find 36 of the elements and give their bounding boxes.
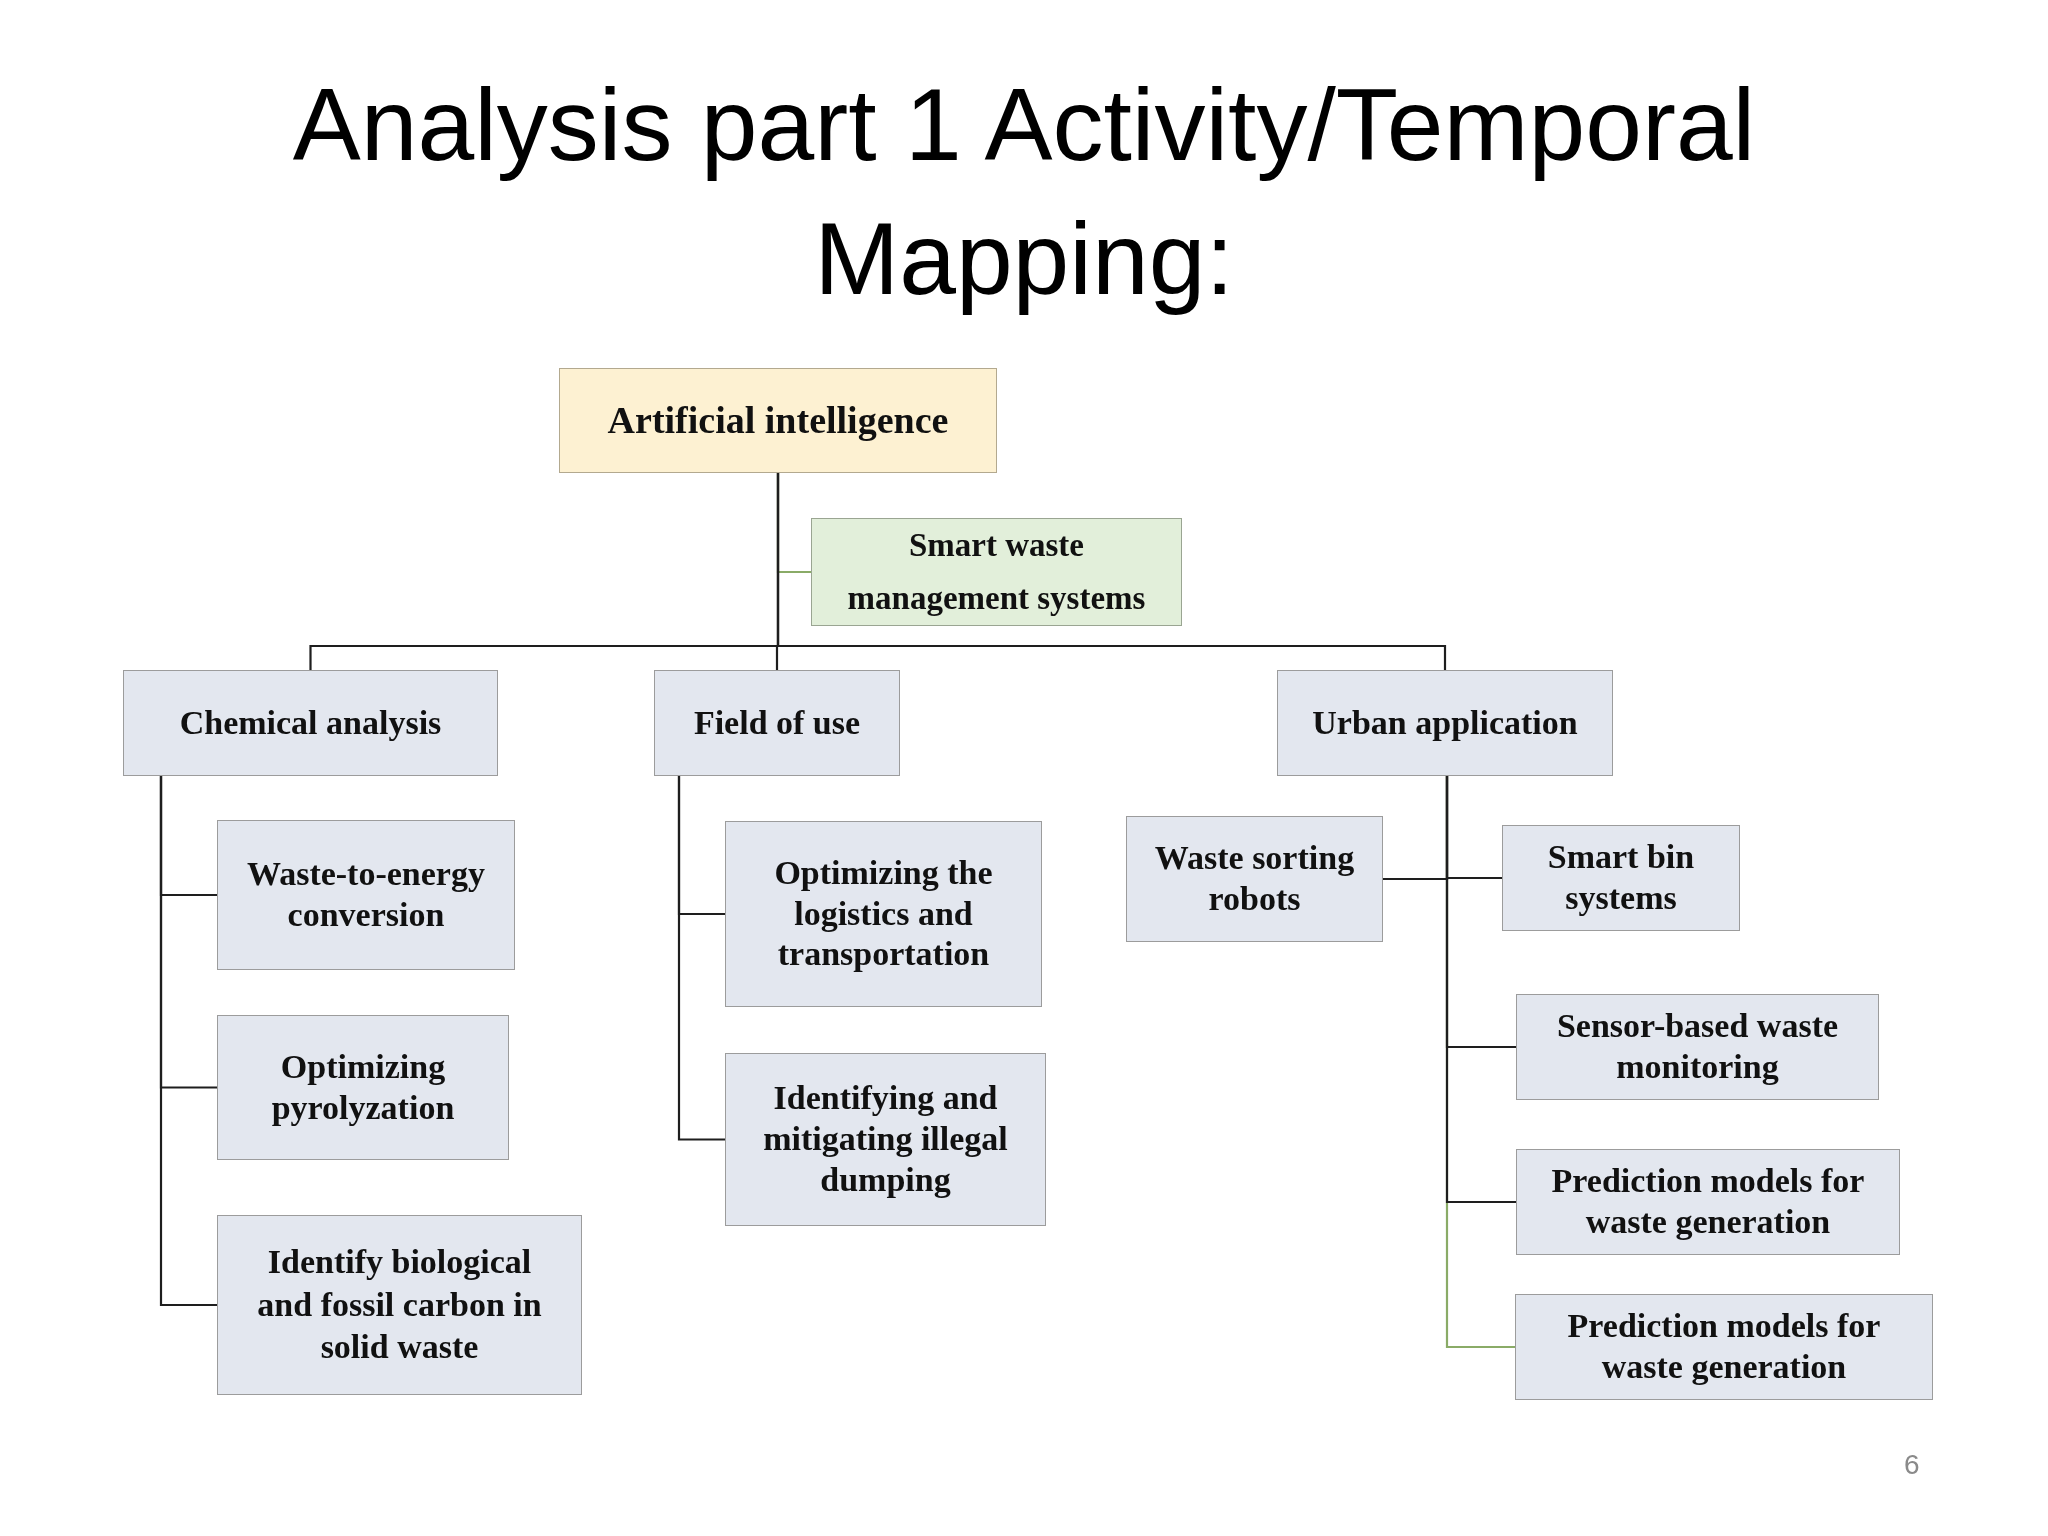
node-label: Waste sorting robots <box>1153 838 1356 919</box>
item-box <box>1516 994 1879 1100</box>
item-box <box>1126 816 1383 942</box>
item-box <box>1516 1149 1900 1255</box>
node-label: Optimizing pyrolyzation <box>270 1046 456 1128</box>
connector-line <box>677 776 725 1141</box>
item-box <box>725 821 1042 1007</box>
item-box <box>217 820 515 970</box>
item-box <box>1502 825 1740 931</box>
node-label: Smart bin systems <box>1546 837 1696 918</box>
node-label: Identify biological and fossil carbon in solid waste <box>256 1242 543 1368</box>
node-label: Sensor-based waste monitoring <box>1555 1006 1840 1087</box>
node-label: Artificial intelligence <box>607 397 949 443</box>
connector-line <box>776 473 1447 670</box>
category-box <box>123 670 498 776</box>
node-label: Waste-to-energy conversion <box>246 854 486 935</box>
root-box <box>559 368 997 473</box>
node-label: Urban application <box>1312 702 1578 743</box>
node-label: Prediction models for waste generation <box>1550 1161 1866 1242</box>
node-label: Prediction models for waste generation <box>1566 1306 1882 1387</box>
node-label: Optimizing the logistics and transportation <box>773 852 994 975</box>
node-label: Identifying and mitigating illegal dumping <box>762 1078 1009 1200</box>
slide-title: Analysis part 1 Activity/Temporal Mapping: <box>291 67 1757 318</box>
node-label: Chemical analysis <box>179 702 442 743</box>
item-box <box>217 1215 582 1395</box>
category-box <box>1277 670 1613 776</box>
category-box <box>654 670 900 776</box>
node-label: Field of use <box>693 702 861 743</box>
topic-box <box>811 518 1182 626</box>
item-box <box>1515 1294 1933 1400</box>
page-number: 6 <box>1904 1451 1920 1479</box>
item-box <box>217 1015 509 1160</box>
connector-line <box>1445 776 1516 1204</box>
node-label: Smart waste management systems <box>846 526 1147 618</box>
item-box <box>725 1053 1046 1226</box>
connector-line <box>159 776 217 1307</box>
